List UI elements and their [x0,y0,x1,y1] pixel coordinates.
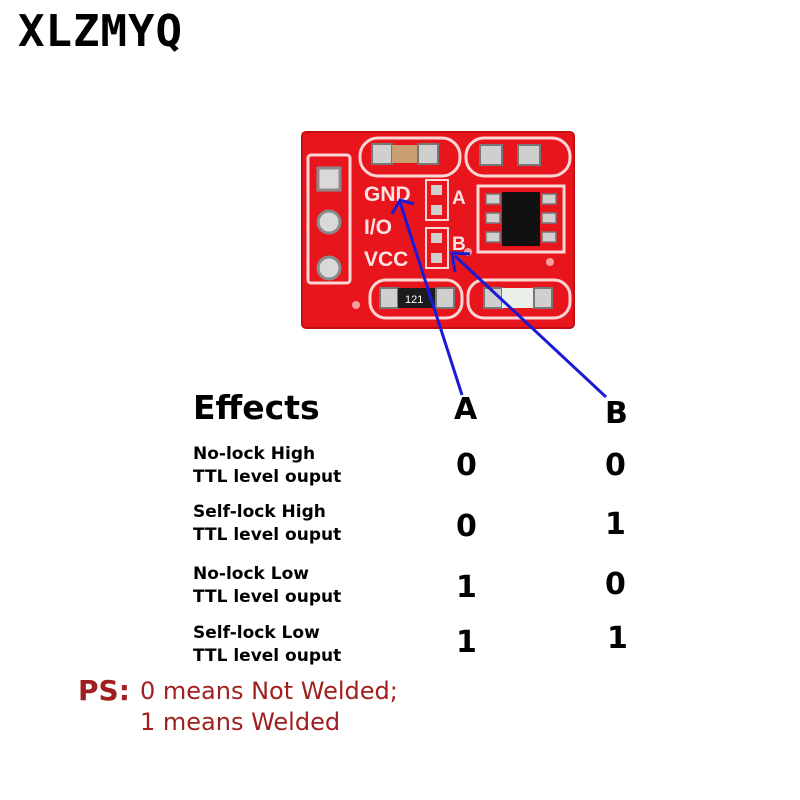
row-1-label: No-lock High TTL level ouput [193,443,341,489]
ps-label: PS: [78,674,130,707]
row-2-line2: TTL level ouput [193,525,342,545]
row-4-line2: TTL level ouput [193,646,342,666]
row-2-value-a: 0 [456,509,477,544]
resistor-code: 121 [405,294,423,306]
ic-chip [502,192,540,246]
pad-label-b: B [452,234,466,255]
row-1-value-b: 0 [605,448,626,483]
row-3-line1: No-lock Low [193,564,309,584]
column-header-a: A [454,392,478,427]
row-4-label: Self-lock Low TTL level ouput [193,622,341,668]
row-4-line1: Self-lock Low [193,623,320,643]
row-2-label: Self-lock High TTL level ouput [193,501,341,547]
row-3-line2: TTL level ouput [193,587,342,607]
ps-note-line1: 0 means Not Welded; [140,677,398,705]
ps-note-line2: 1 means Welded [140,708,341,736]
row-2-line1: Self-lock High [193,502,326,522]
pin-label-io: I/O [364,216,392,239]
row-1-line2: TTL level ouput [193,467,342,487]
effects-heading: Effects [193,388,320,427]
led [502,288,534,308]
header-pins [316,166,342,281]
row-1-line1: No-lock High [193,444,316,464]
row-3-value-a: 1 [456,570,477,605]
row-4-value-b: 1 [607,621,628,656]
row-3-value-b: 0 [605,567,626,602]
pad-label-a: A [452,188,466,209]
row-3-label: No-lock Low TTL level ouput [193,563,341,609]
pin-label-vcc: VCC [364,248,408,271]
brand-title: XLZMYQ [18,6,183,57]
arrow-a [390,198,464,396]
arrow-b [450,251,608,399]
row-2-value-b: 1 [605,507,626,542]
resistor-body [398,288,436,308]
row-1-value-a: 0 [456,448,477,483]
column-header-b: B [605,396,628,431]
row-4-value-a: 1 [456,625,477,660]
